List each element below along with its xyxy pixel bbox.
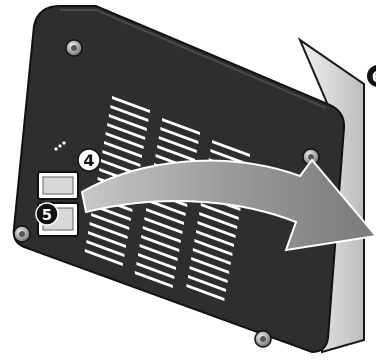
screw-icon [14,226,30,242]
screw-icon [255,331,271,347]
callout-6: 6 [367,65,376,87]
screw-icon [66,40,82,56]
callout-5-label: 5 [42,206,52,224]
callout-5: 5 [36,203,58,225]
callout-6-label: 6 [372,68,376,86]
callout-4-label: 4 [83,151,94,170]
callout-4: 4 [78,149,100,171]
